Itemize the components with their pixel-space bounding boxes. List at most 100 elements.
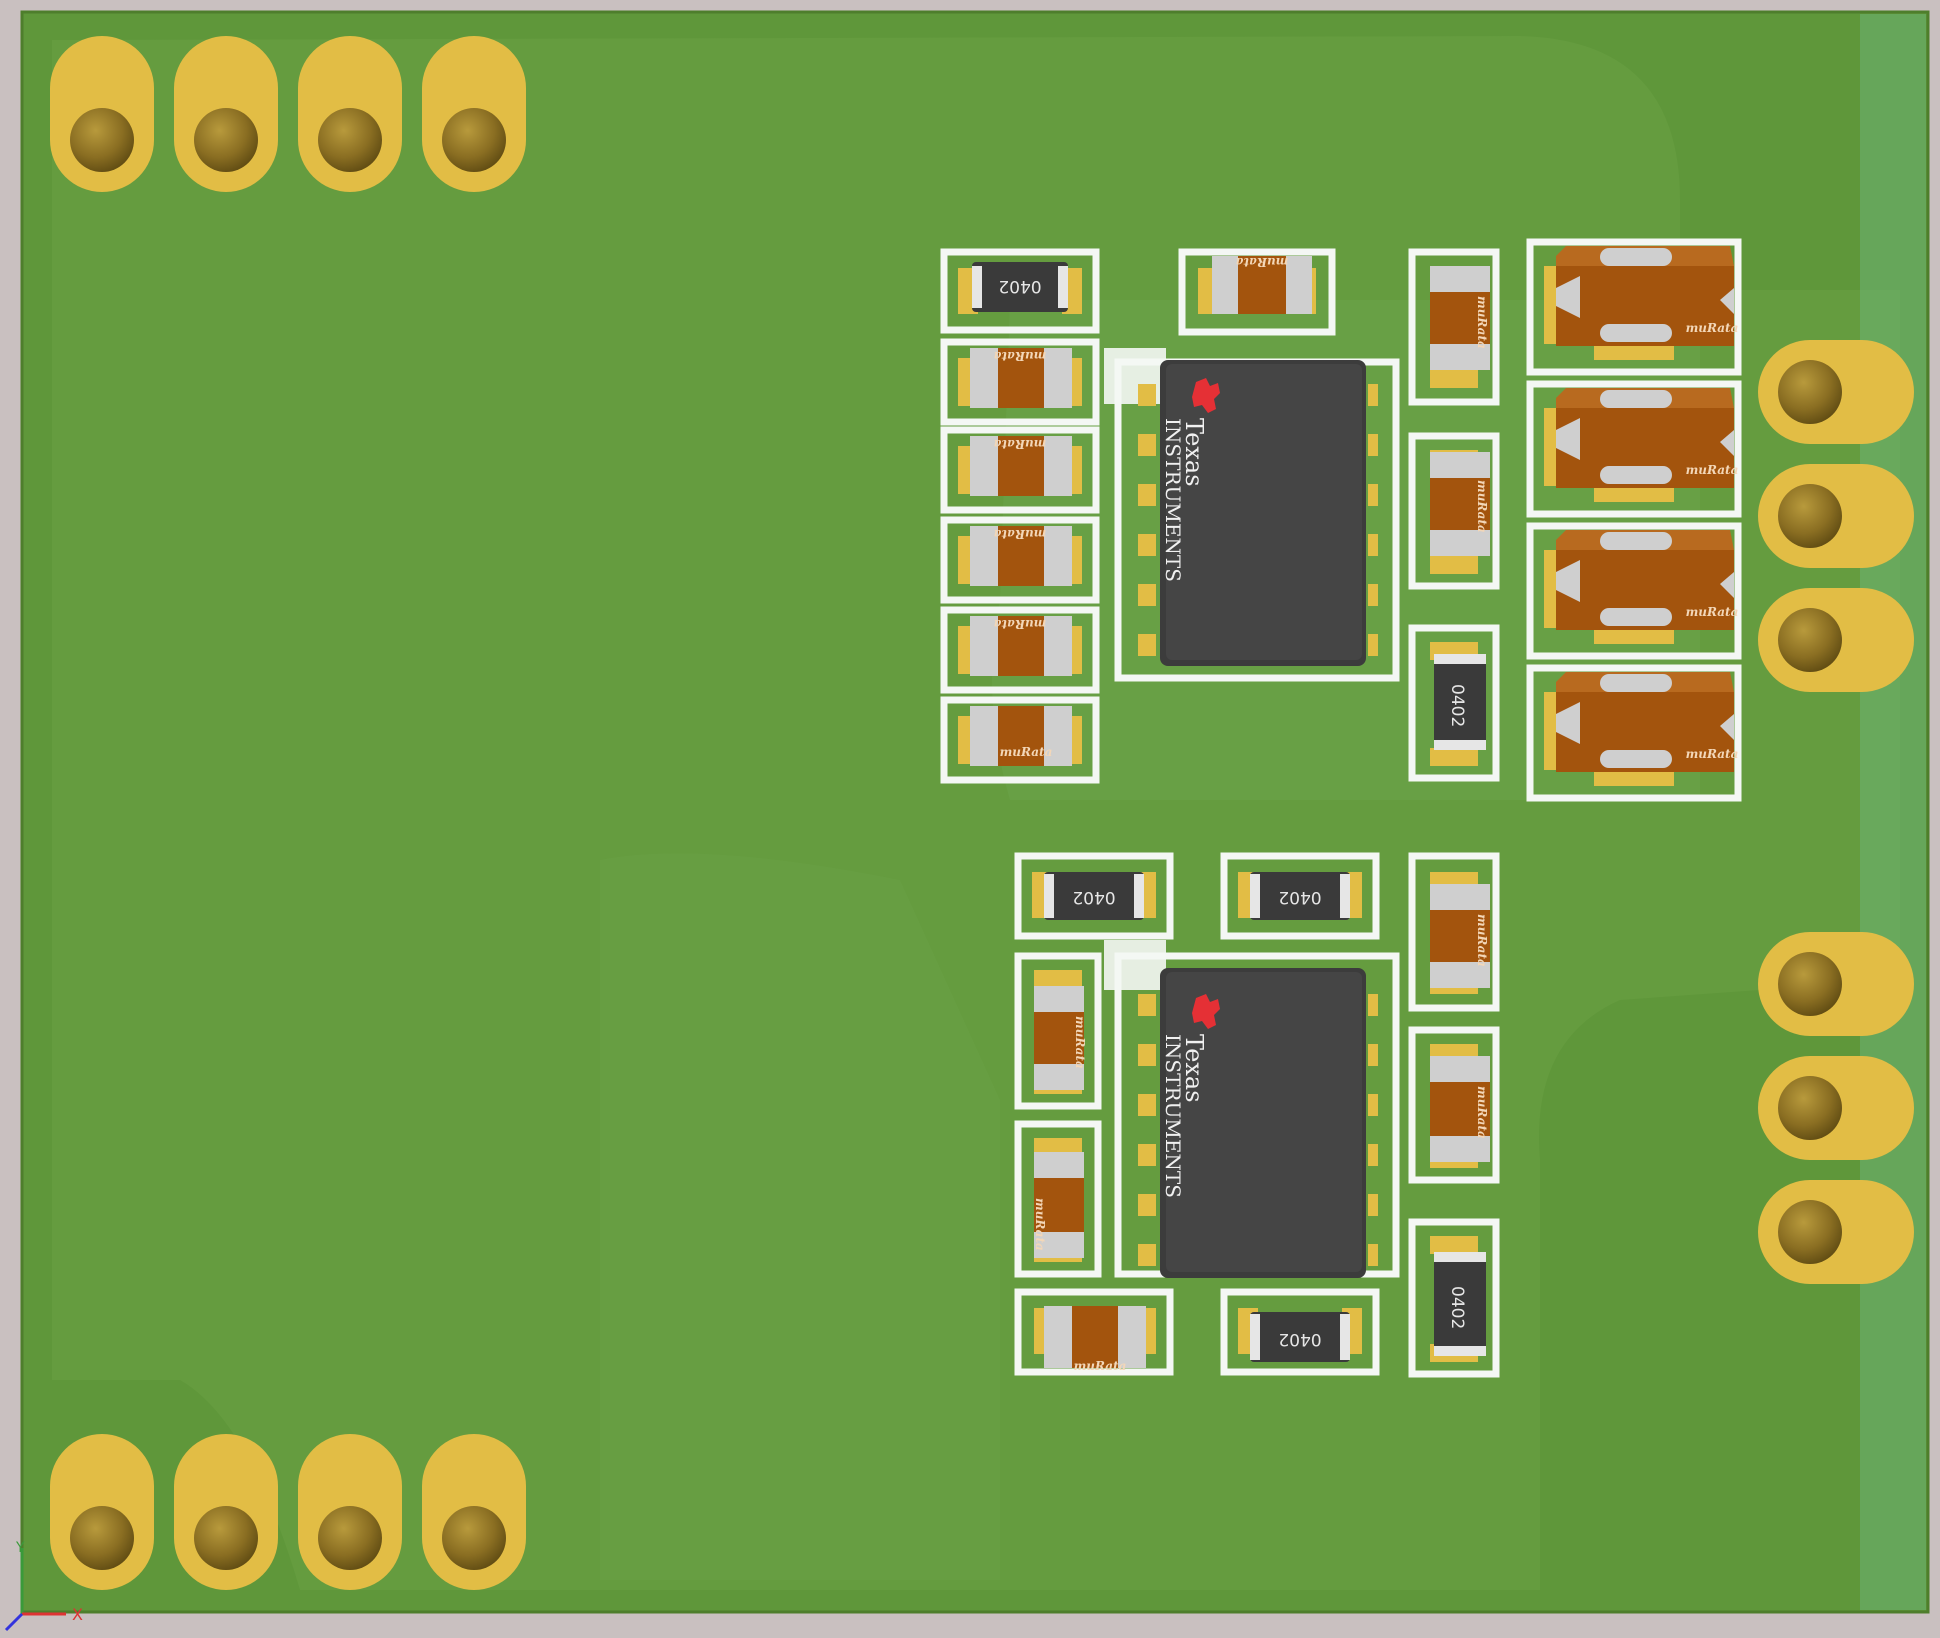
capacitor-c-right-1[interactable]: muRata <box>1408 248 1500 406</box>
ic-pin <box>1138 484 1156 506</box>
capacitor-brand: muRata <box>1686 463 1739 477</box>
capacitor-brand: muRata <box>1073 1016 1087 1069</box>
ic-pin <box>1368 434 1378 456</box>
ic-pin <box>1368 384 1378 406</box>
resistor-label: 0402 <box>998 276 1041 296</box>
drill-hole <box>318 108 382 172</box>
capacitor-large[interactable]: muRata <box>1526 664 1742 802</box>
header-pin[interactable] <box>298 36 402 192</box>
ic-logo-line2: Instruments <box>1161 1034 1185 1198</box>
ic-pin <box>1138 434 1156 456</box>
capacitor[interactable]: muRata <box>940 696 1100 784</box>
drill-hole <box>70 108 134 172</box>
header-pin[interactable] <box>1758 588 1914 692</box>
board-edge-right <box>1860 14 1926 1610</box>
drill-hole <box>442 1506 506 1570</box>
ic-pin <box>1138 584 1156 606</box>
header-pin[interactable] <box>1758 1180 1914 1284</box>
drill-hole <box>194 108 258 172</box>
capacitor-brand: muRata <box>1686 747 1739 761</box>
drill-hole <box>1778 608 1842 672</box>
ic-pin <box>1138 384 1156 406</box>
capacitor-brand: muRata <box>1033 1198 1047 1251</box>
resistor-r-right-1[interactable]: 0402 <box>1408 624 1500 782</box>
drill-hole <box>1778 952 1842 1016</box>
ic-pin <box>1138 1094 1156 1116</box>
ic-logo-line1: Texas <box>1180 418 1208 487</box>
capacitor-c-right-2[interactable]: muRata <box>1408 432 1500 590</box>
header-pin[interactable] <box>50 36 154 192</box>
header-pin[interactable] <box>174 1434 278 1590</box>
capacitor-large[interactable]: muRata <box>1526 238 1742 376</box>
axis-x-label: X <box>72 1605 83 1624</box>
capacitor-top-middle[interactable]: muRata <box>1178 248 1336 336</box>
ic-pin <box>1368 994 1378 1016</box>
resistor-lower-right[interactable]: 0402 <box>1408 1218 1500 1378</box>
ic-pin <box>1138 634 1156 656</box>
resistor-r1[interactable]: 0402 <box>940 248 1100 334</box>
drill-hole <box>442 108 506 172</box>
header-pin[interactable] <box>1758 464 1914 568</box>
resistor-bottom-middle[interactable]: 0402 <box>1220 1288 1380 1376</box>
header-pin[interactable] <box>422 36 526 192</box>
axis-y-label: Y <box>15 1540 25 1556</box>
capacitor-brand: muRata <box>994 437 1047 451</box>
header-pin[interactable] <box>1758 1056 1914 1160</box>
ti-logo-icon <box>1192 378 1220 413</box>
capacitor[interactable]: muRata <box>940 338 1100 426</box>
drill-hole <box>1778 484 1842 548</box>
resistor-label: 0402 <box>1278 887 1321 907</box>
capacitor-lower-left-2[interactable]: muRata <box>1014 1120 1102 1278</box>
header-top-left <box>50 36 526 192</box>
header-pin[interactable] <box>1758 340 1914 444</box>
capacitor-lower-right-2[interactable]: muRata <box>1408 1026 1500 1184</box>
header-pin[interactable] <box>298 1434 402 1590</box>
header-pin[interactable] <box>422 1434 526 1590</box>
ic-u2[interactable]: Texas Instruments <box>1104 940 1400 1278</box>
ic-pin <box>1368 1194 1378 1216</box>
capacitor-brand: muRata <box>1000 745 1053 759</box>
ic-pin <box>1138 994 1156 1016</box>
ic-pin <box>1368 1044 1378 1066</box>
capacitor-column-left: muRata muRata muRata muRata muRata <box>940 338 1100 784</box>
capacitor-large-column: muRata muRata muRata muRata <box>1526 238 1742 802</box>
ic-logo-line2: Instruments <box>1161 418 1185 582</box>
capacitor[interactable]: muRata <box>940 426 1100 514</box>
capacitor-brand: muRata <box>994 617 1047 631</box>
drill-hole <box>318 1506 382 1570</box>
ic-pin <box>1368 1244 1378 1266</box>
resistor-label: 0402 <box>1447 684 1467 727</box>
axis-indicator: X Y <box>4 1540 83 1632</box>
resistor-lower-1[interactable]: 0402 <box>1014 852 1174 940</box>
header-pin[interactable] <box>1758 932 1914 1036</box>
capacitor-large[interactable]: muRata <box>1526 380 1742 518</box>
ic-pin <box>1138 1194 1156 1216</box>
ic-pin <box>1368 534 1378 556</box>
capacitor[interactable]: muRata <box>940 606 1100 694</box>
header-right-upper <box>1758 340 1914 692</box>
capacitor-brand: muRata <box>1236 255 1289 269</box>
header-pin[interactable] <box>50 1434 154 1590</box>
capacitor-brand: muRata <box>1475 1086 1489 1139</box>
capacitor-large[interactable]: muRata <box>1526 522 1742 660</box>
resistor-lower-2[interactable]: 0402 <box>1220 852 1380 940</box>
ic-u1[interactable]: Texas Instruments <box>1104 348 1400 682</box>
drill-hole <box>194 1506 258 1570</box>
capacitor-bottom-left[interactable]: muRata <box>1014 1288 1174 1376</box>
ic-logo-line1: Texas <box>1180 1034 1208 1103</box>
header-pin[interactable] <box>174 36 278 192</box>
header-bottom-left <box>50 1434 526 1590</box>
resistor-label: 0402 <box>1278 1329 1321 1349</box>
capacitor-lower-left-1[interactable]: muRata <box>1014 952 1102 1110</box>
drill-hole <box>1778 1076 1842 1140</box>
capacitor-brand: muRata <box>1074 1359 1127 1373</box>
capacitor-brand: muRata <box>1475 914 1489 967</box>
capacitor[interactable]: muRata <box>940 516 1100 604</box>
capacitor-lower-right-1[interactable]: muRata <box>1408 852 1500 1012</box>
resistor-label: 0402 <box>1447 1286 1467 1329</box>
ic-pin <box>1368 484 1378 506</box>
ti-logo-icon <box>1192 994 1220 1029</box>
copper-pour-lower <box>600 853 1000 1580</box>
